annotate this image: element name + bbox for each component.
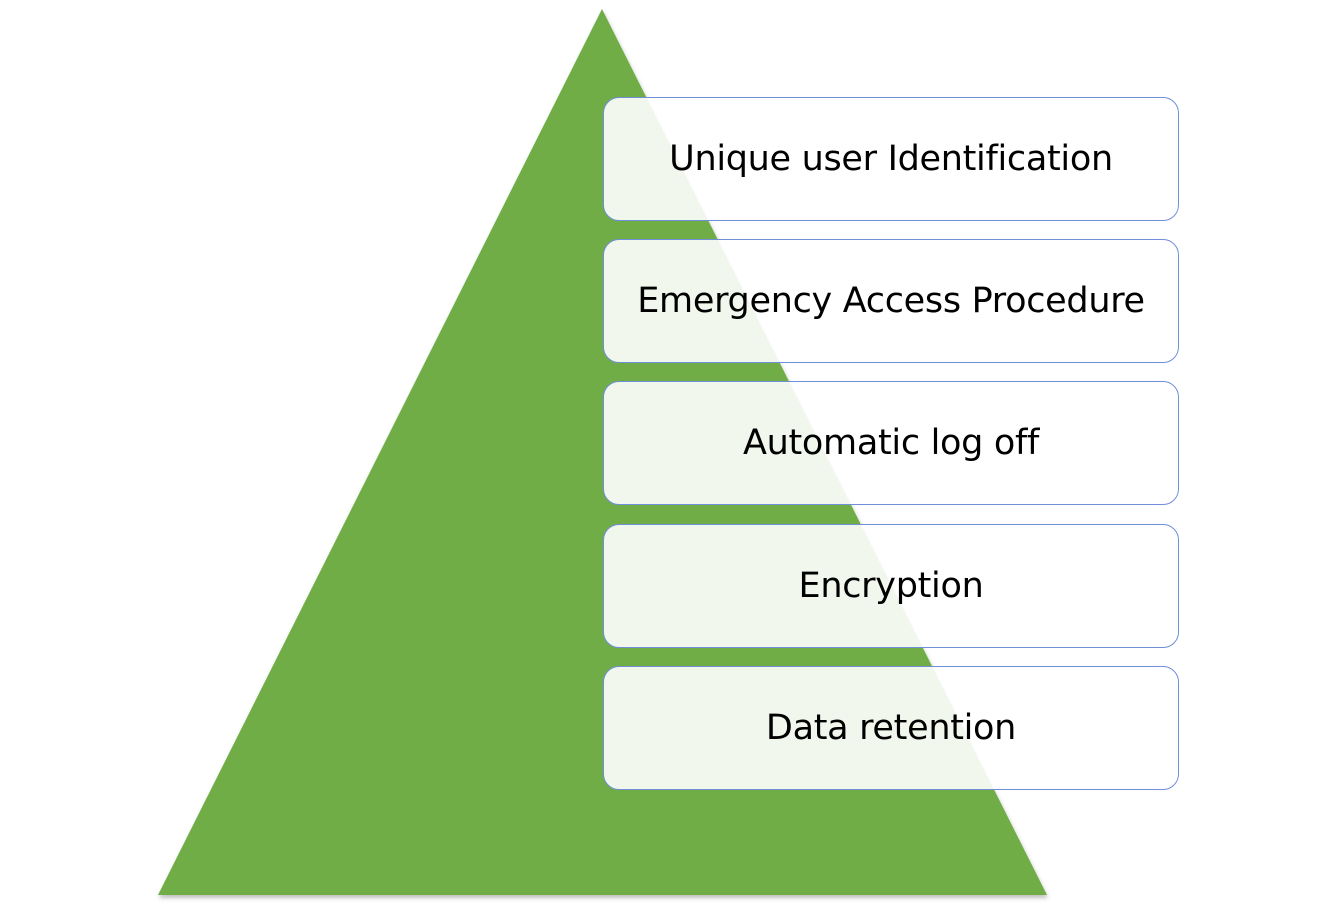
layer-label: Data retention — [765, 708, 1017, 748]
layer-label: Unique user Identification — [669, 139, 1113, 179]
layer-label: Encryption — [798, 566, 984, 606]
pyramid-layer-data-retention: Data retention — [603, 666, 1179, 790]
pyramid-layer-encryption: Encryption — [603, 524, 1179, 648]
pyramid-layer-automatic-log-off: Automatic log off — [603, 381, 1179, 505]
pyramid-layer-unique-user-identification: Unique user Identification — [603, 97, 1179, 221]
layer-label: Emergency Access Procedure — [637, 281, 1145, 321]
pyramid-layer-emergency-access-procedure: Emergency Access Procedure — [603, 239, 1179, 363]
layer-label: Automatic log off — [742, 423, 1040, 463]
